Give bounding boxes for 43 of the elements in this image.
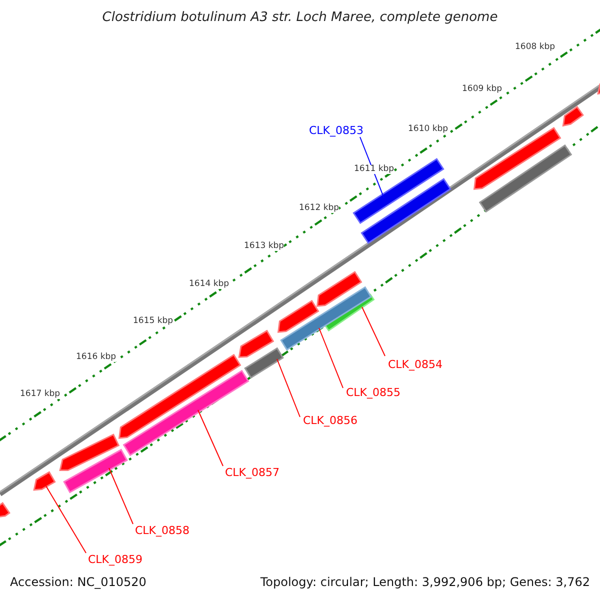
gene-label: CLK_0855: [346, 387, 401, 398]
gene-feature: [33, 471, 56, 491]
genome-summary: Topology: circular; Length: 3,992,906 bp; Genes: 3,762: [260, 576, 590, 588]
gene-feature: [597, 80, 600, 95]
gene-feature: [118, 354, 242, 439]
gene-feature: [360, 178, 452, 244]
gene-feature: [316, 270, 362, 307]
scale-label: 1610 kbp: [408, 125, 448, 134]
gene-feature: [0, 502, 10, 518]
scale-label: 1616 kbp: [76, 353, 116, 362]
scale-label: 1611 kbp: [354, 165, 394, 174]
gene-feature: [473, 126, 562, 190]
leader-line: [108, 468, 134, 524]
gene-feature: [238, 330, 274, 358]
scale-label: 1617 kbp: [20, 390, 60, 398]
gene-label: CLK_0857: [225, 467, 280, 478]
gene-feature: [478, 144, 572, 213]
gene-feature: [562, 106, 584, 127]
leader-line: [318, 328, 344, 388]
gene-label: CLK_0858: [135, 525, 190, 536]
gene-label: CLK_0853: [309, 125, 364, 136]
gene-feature: [352, 158, 444, 224]
scale-label: 1613 kbp: [244, 242, 284, 250]
leader-line: [360, 136, 384, 198]
gene-feature: [63, 448, 128, 494]
leader-line: [198, 410, 224, 466]
scale-label: 1609 kbp: [462, 85, 502, 94]
gene-feature: [122, 370, 250, 456]
gene-label: CLK_0856: [303, 415, 358, 426]
scale-label: 1612 kbp: [299, 204, 340, 212]
leader-line: [276, 358, 300, 418]
accession-text: Accession: NC_010520: [10, 576, 146, 588]
scale-label: 1614 kbp: [189, 280, 230, 288]
gene-label: CLK_0859: [88, 554, 143, 565]
title: Clostridium botulinum A3 str. Loch Maree, complete genome: [101, 11, 499, 24]
gene-feature: [280, 286, 372, 351]
gene-feature: [59, 434, 120, 472]
scale-label: 1615 kbp: [133, 317, 174, 326]
leader-line: [46, 486, 86, 554]
gene-feature: [244, 347, 284, 379]
gene-label: CLK_0854: [388, 359, 443, 370]
scale-label: 1608 kbp: [515, 43, 556, 52]
gene-feature: [277, 300, 320, 333]
